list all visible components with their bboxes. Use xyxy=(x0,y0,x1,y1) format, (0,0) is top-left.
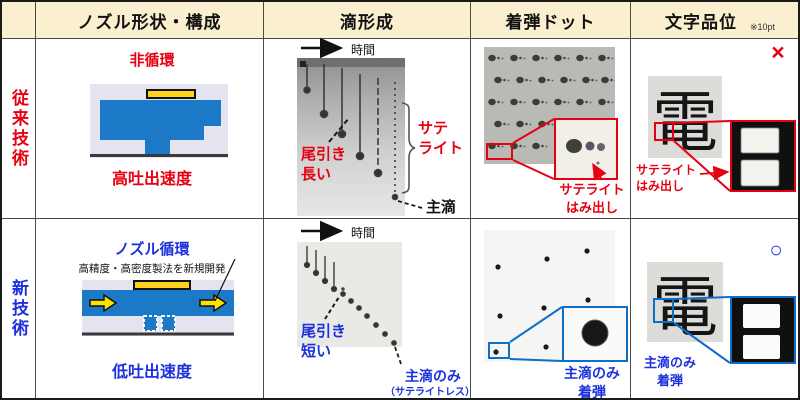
column-header-label: 着弾ドット xyxy=(505,12,596,32)
column-header-quality: 文字品位 xyxy=(631,2,771,38)
header-row-background xyxy=(2,2,798,38)
highlight-box-red xyxy=(486,143,513,160)
nozzle-conventional-diagram xyxy=(90,84,228,158)
flow-arrow-left xyxy=(89,293,118,313)
nozzle-plate-line xyxy=(82,332,234,336)
nozzle-new-title: ノズル循環 xyxy=(114,241,190,258)
grid-line xyxy=(630,2,631,398)
magnified-character-view-conventional xyxy=(730,120,796,192)
tail-length-callout: 尾引き 長い xyxy=(301,146,347,184)
font-size-note: ※10pt xyxy=(750,22,776,32)
nozzle-opening xyxy=(161,315,176,332)
main-drop-label: 主滴 xyxy=(426,199,457,216)
highlight-box-blue xyxy=(488,342,510,359)
printed-character-photo-conventional: 電 xyxy=(648,76,722,161)
heater-bar xyxy=(133,280,191,290)
grid-line xyxy=(2,38,798,39)
printed-character: 電 xyxy=(652,84,718,161)
row-label-new: 新技術 xyxy=(9,278,28,339)
satellite-less-label: （サテライトレス） xyxy=(385,387,475,398)
character-counter-space xyxy=(741,160,779,186)
quality-mark-bad: × xyxy=(771,38,785,65)
character-counter-space xyxy=(743,304,780,328)
main-drop-landing-callout: 主滴のみ 着弾 xyxy=(564,365,620,400)
callout-arrow xyxy=(699,165,730,181)
character-counter-space xyxy=(741,128,779,153)
main-drop-only-label: 主滴のみ xyxy=(405,368,461,384)
main-drop-landing-callout: 主滴のみ 着弾 xyxy=(643,355,696,388)
grid-line xyxy=(263,2,264,398)
time-axis-label: 時間 xyxy=(351,43,376,57)
satellite-protrusion-callout: サテライト はみ出し xyxy=(636,163,697,194)
row-label-conventional: 従来技術 xyxy=(9,88,28,169)
character-counter-space xyxy=(743,335,780,359)
column-header-dots: 着弾ドット xyxy=(471,2,630,38)
column-header-label: ノズル形状・構成 xyxy=(77,12,222,32)
column-header-droplet: 滴形成 xyxy=(264,2,470,38)
grid-line xyxy=(470,2,471,398)
magnified-dot-view-new xyxy=(562,306,628,362)
magnified-character-view-new xyxy=(730,296,796,364)
nozzle-opening xyxy=(143,315,158,332)
nozzle-new-caption: 低吐出速度 xyxy=(111,364,192,381)
heater-bar xyxy=(146,89,196,99)
droplet-photo-new xyxy=(297,242,402,347)
column-header-label: 文字品位 xyxy=(665,12,737,32)
nozzle-plate-line xyxy=(90,154,228,157)
nozzle-new-diagram xyxy=(82,280,234,336)
main-drop-pointer-dashed xyxy=(394,346,402,365)
grid-line xyxy=(2,218,798,219)
droplet-photo-conventional xyxy=(297,58,405,216)
column-header-label: 滴形成 xyxy=(340,12,394,32)
quality-mark-good: ○ xyxy=(769,237,783,262)
time-axis-label: 時間 xyxy=(351,226,376,240)
column-header-nozzle: ノズル形状・構成 xyxy=(36,2,263,38)
highlight-box-red xyxy=(654,122,674,141)
satellite-protrusion-callout: サテライト はみ出し xyxy=(559,182,625,215)
nozzle-conventional-caption: 高吐出速度 xyxy=(111,171,192,188)
highlight-box-blue xyxy=(653,298,674,323)
tail-length-callout: 尾引き 短い xyxy=(301,323,347,361)
satellite-callout: サテ ライト xyxy=(418,120,464,158)
grid-line xyxy=(35,2,36,398)
nozzle-conventional-title: 非循環 xyxy=(129,52,175,69)
ink-chamber-shape xyxy=(100,100,221,155)
nozzle-new-note: 高精度・高密度製法を新規開発 xyxy=(78,263,226,275)
magnified-dot-view-conventional xyxy=(554,118,618,180)
